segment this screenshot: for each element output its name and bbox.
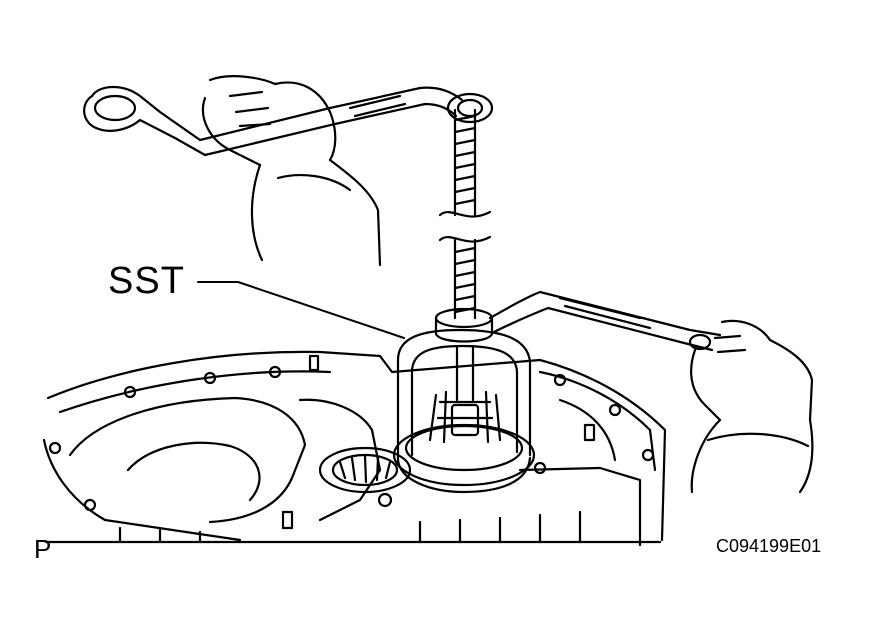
sst-callout-label: SST bbox=[108, 260, 185, 302]
upper-wrench bbox=[83, 85, 494, 157]
threaded-rod bbox=[438, 108, 492, 402]
sst-leader-line bbox=[197, 281, 405, 339]
right-hand bbox=[690, 319, 814, 494]
puller-body bbox=[392, 307, 536, 494]
transmission-case bbox=[42, 350, 667, 547]
lower-wrench bbox=[488, 290, 722, 352]
left-hand bbox=[201, 75, 382, 267]
view-marker: P bbox=[34, 534, 52, 564]
figure-code: C094199E01 bbox=[716, 536, 822, 556]
